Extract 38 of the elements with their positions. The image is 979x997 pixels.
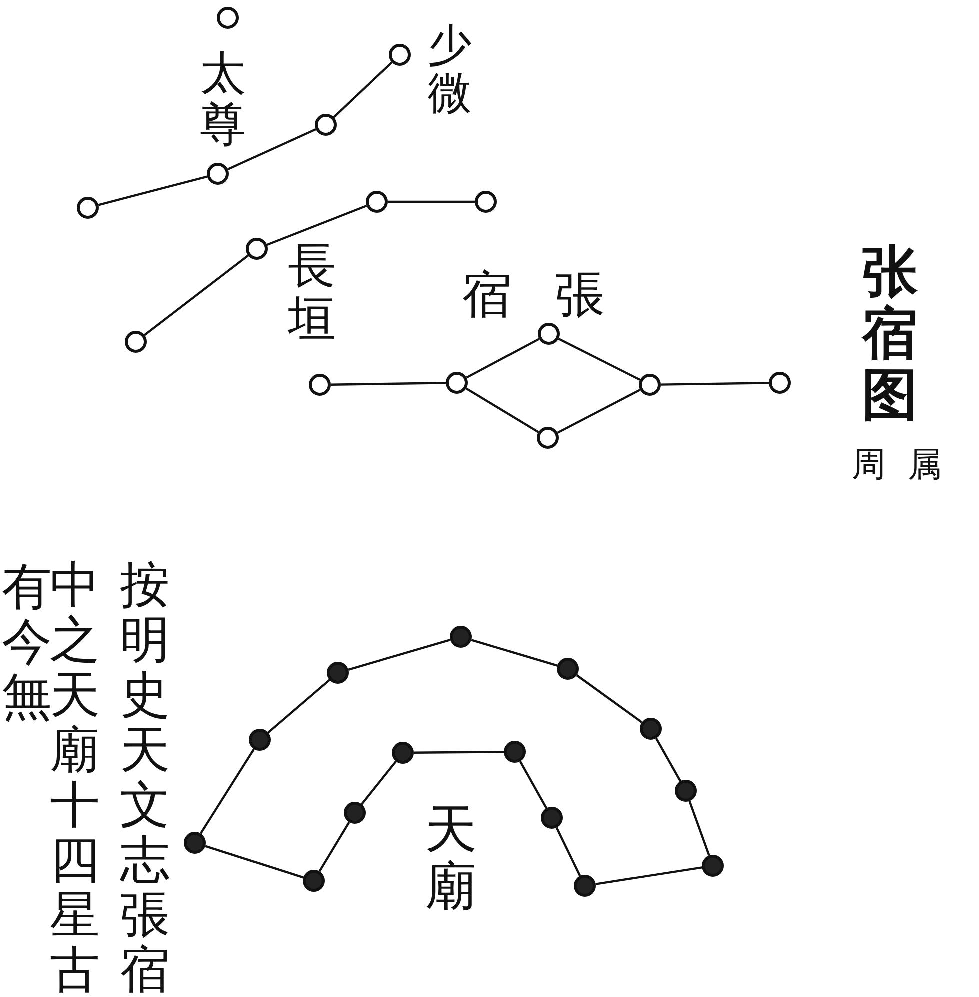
star-line — [414, 751, 504, 754]
star-line — [361, 760, 397, 806]
star-line — [268, 679, 330, 734]
star-line — [466, 388, 540, 434]
vertical-text: 按明史天文志張宿 — [120, 558, 170, 997]
star-line — [556, 827, 582, 877]
star-line — [144, 254, 249, 336]
star-line — [655, 738, 682, 782]
star-line — [558, 338, 641, 382]
vertical-text: 有今無 — [2, 560, 52, 725]
star-line — [98, 176, 208, 206]
vertical-text: 天廟 — [425, 802, 477, 916]
star-line — [519, 761, 548, 809]
vertical-text: 少微 — [428, 22, 472, 119]
star-line — [388, 200, 475, 204]
star-line — [557, 389, 641, 434]
star-line — [205, 845, 304, 879]
star-name: 宿 — [462, 265, 512, 326]
star-line — [596, 866, 702, 886]
star-name: 太尊 — [200, 48, 246, 150]
vertical-text: 長垣 — [288, 240, 336, 346]
star-line — [333, 62, 393, 118]
star-line — [200, 748, 256, 834]
star-line — [688, 800, 710, 856]
star-line — [228, 128, 316, 170]
star-name: 周 — [852, 444, 886, 487]
chart-title: 张宿图 — [862, 242, 918, 427]
star-name: 張 — [555, 265, 605, 326]
star-line — [660, 382, 770, 386]
star-line — [471, 639, 558, 667]
star-line — [330, 382, 446, 386]
star-line — [348, 639, 451, 671]
star-line — [266, 204, 368, 246]
vertical-text: 中之天廟十四星古 — [50, 558, 100, 997]
star-line — [318, 822, 350, 872]
star-line — [466, 338, 540, 379]
star-name: 属 — [908, 444, 942, 487]
star-line — [576, 674, 643, 724]
